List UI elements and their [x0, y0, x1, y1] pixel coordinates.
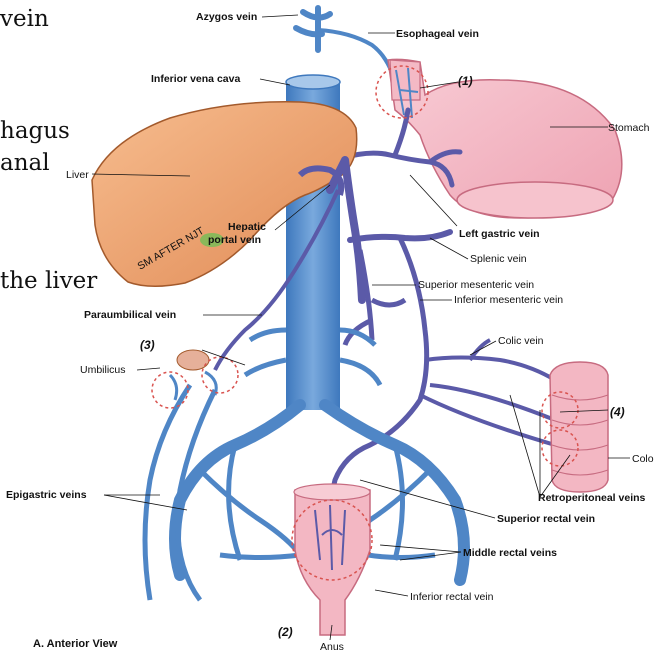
label-anus: Anus — [320, 641, 344, 653]
label-liver: Liver — [66, 169, 89, 181]
stomach-lower-rim — [457, 182, 613, 218]
esophagus — [390, 60, 420, 100]
label-inferior-vena-cava: Inferior vena cava — [151, 73, 240, 85]
marker-2: (2) — [278, 625, 293, 639]
colic-veins — [420, 340, 555, 445]
label-middle-rectal-veins: Middle rectal veins — [463, 547, 557, 559]
label-portal-vein: portal vein — [208, 234, 261, 246]
label-epigastric-veins: Epigastric veins — [6, 489, 87, 501]
label-stomach: Stomach — [608, 122, 650, 134]
view-caption: A. Anterior View — [33, 638, 118, 650]
label-colon: Colo — [632, 453, 654, 465]
marker-3: (3) — [140, 338, 155, 352]
umbilical-varices — [170, 372, 216, 400]
marker-4: (4) — [610, 405, 625, 419]
label-retroperitoneal-veins: Retroperitoneal veins — [538, 492, 646, 504]
label-umbilicus: Umbilicus — [80, 364, 126, 376]
label-azygos-vein: Azygos vein — [196, 11, 257, 23]
umbilicus — [177, 350, 209, 370]
label-splenic-vein: Splenic vein — [470, 253, 527, 265]
label-inferior-rectal-vein: Inferior rectal vein — [410, 591, 494, 603]
marker-1: (1) — [458, 74, 473, 88]
label-esophageal-vein: Esophageal vein — [396, 28, 479, 40]
label-superior-rectal-vein: Superior rectal vein — [497, 513, 595, 525]
rectum-top — [294, 484, 370, 500]
label-paraumbilical-vein: Paraumbilical vein — [84, 309, 176, 321]
label-hepatic: Hepatic — [228, 221, 266, 233]
label-superior-mesenteric-vein: Superior mesenteric vein — [418, 279, 534, 291]
highlight-circle-umbilical-left — [152, 372, 188, 408]
label-colic-vein: Colic vein — [498, 335, 544, 347]
label-inferior-mesenteric-vein: Inferior mesenteric vein — [454, 294, 563, 306]
label-left-gastric-vein: Left gastric vein — [459, 228, 540, 240]
ivc-top-opening — [286, 75, 340, 89]
